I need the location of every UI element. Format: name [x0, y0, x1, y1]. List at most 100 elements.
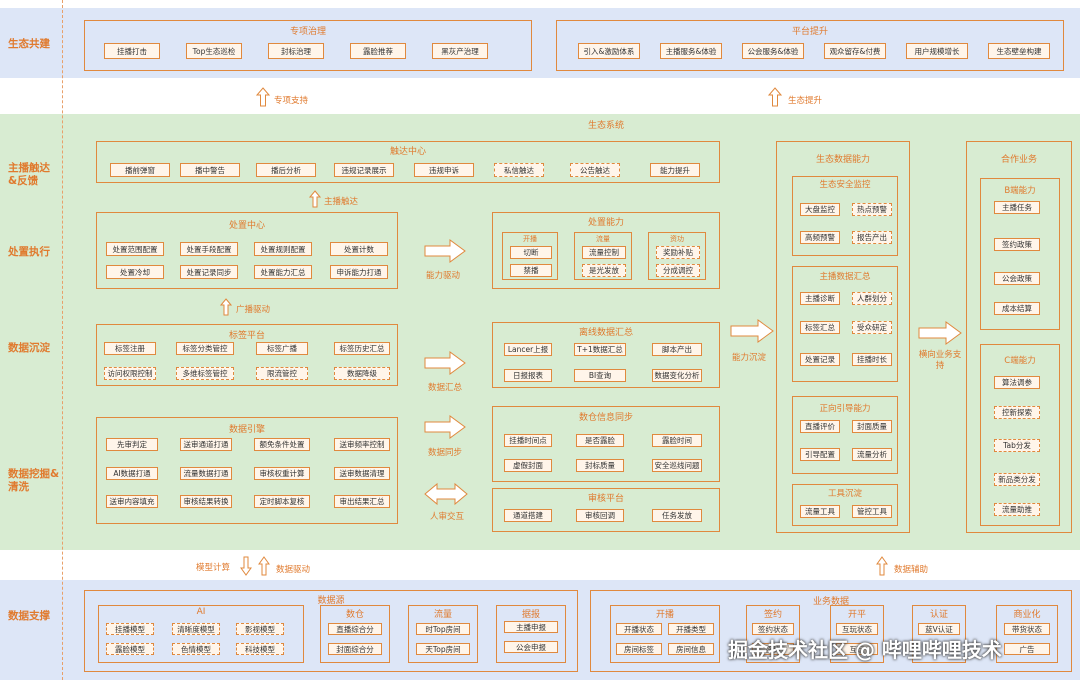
- special-gov-item: Top生态巡检: [186, 43, 242, 59]
- engine-item: 送审数据清理: [334, 467, 390, 480]
- warehouse-source-panel: [320, 605, 390, 663]
- report-source-panel: [496, 605, 566, 663]
- tag-item: 标签分类管控: [176, 342, 234, 355]
- data-engine-panel: [96, 417, 398, 524]
- handle-item: 处置冷却: [106, 265, 164, 279]
- row-label-ecosystem-build: 生态共建: [8, 37, 50, 50]
- ability-item: 是光发放: [582, 264, 626, 277]
- handle-item: 处置手段配置: [180, 242, 238, 256]
- ability-group-live: [502, 232, 558, 280]
- biz-open-item: 房间标签: [616, 643, 662, 655]
- tools-panel: [792, 484, 898, 526]
- data-gather-label: 数据汇总: [428, 383, 463, 393]
- ability-item: 切断: [510, 246, 552, 259]
- tag-item: 访问权限控制: [104, 367, 156, 380]
- ability-drive-label: 能力驱动: [426, 271, 461, 281]
- special-gov-item: 黑灰产治理: [432, 43, 488, 59]
- positive-item: 引导配置: [800, 448, 840, 461]
- reach-item: 播中警告: [180, 163, 240, 177]
- b-item: 成本结算: [994, 302, 1040, 315]
- eco-system-title: 生态系统: [587, 121, 624, 131]
- band-ecosystem-build: [0, 8, 1080, 78]
- platform-up-item: 公会服务&体验: [742, 43, 804, 59]
- ai-source-panel: [98, 605, 304, 663]
- handle-center-title: 处置中心: [228, 221, 265, 231]
- biz-commercial-item: 带货状态: [1004, 623, 1050, 635]
- traffic-source-panel: [408, 605, 478, 663]
- offline-item: BI查询: [574, 369, 626, 382]
- sync-item: 虚假封面: [504, 459, 552, 472]
- reach-item: 私信触达: [494, 163, 544, 177]
- handle-item: 处置计数: [330, 242, 388, 256]
- tag-platform-panel: [96, 324, 398, 386]
- engine-item: 审核结果转换: [180, 495, 232, 508]
- offline-data-panel: [492, 322, 720, 388]
- anchor-reach-label: 主播触达: [324, 197, 359, 207]
- biz-open-item: 房间信息: [668, 643, 714, 655]
- eco-data-title: 生态数据能力: [815, 155, 870, 165]
- b-item: 公会政策: [994, 272, 1040, 285]
- ability-item: 分成调控: [656, 264, 700, 277]
- handle-ability-title: 处置能力: [587, 218, 624, 228]
- c-item: 算法调参: [994, 376, 1040, 389]
- platform-up-item: 用户规模增长: [906, 43, 968, 59]
- report-source-title: 据报: [521, 610, 540, 620]
- tag-item: 标签注册: [104, 342, 156, 355]
- ability-group-live-title: 开播: [523, 235, 537, 243]
- review-platform-title: 审核平台: [587, 494, 624, 504]
- biz-open-panel: [610, 605, 720, 663]
- offline-item: T+1数据汇总: [574, 343, 626, 356]
- ability-item: 禁播: [510, 264, 552, 277]
- special-governance-panel: [84, 20, 532, 71]
- handle-item: 处置范围配置: [106, 242, 164, 256]
- warehouse-item: 封面综合分: [328, 643, 382, 655]
- handle-item: 处置能力汇总: [254, 265, 312, 279]
- report-item: 公会申报: [504, 641, 558, 653]
- biz-interact-item: 互玩: [836, 643, 878, 655]
- double-arrow-icon: [424, 482, 468, 506]
- data-source-panel: [84, 590, 578, 672]
- safety-monitor-title: 生态安全监控: [819, 180, 871, 190]
- model-calc-label: 模型计算: [196, 563, 231, 573]
- c-item: 新品类分发: [994, 473, 1040, 486]
- biz-interact-title: 开平: [847, 610, 866, 620]
- positive-guide-panel: [792, 396, 898, 474]
- down-arrow-icon: [240, 556, 252, 576]
- horizontal-support-label: 横向业务支持: [918, 350, 962, 371]
- safety-item: 热点预警: [852, 203, 892, 216]
- special-governance-title: 专项治理: [289, 27, 326, 37]
- up-arrow-icon: [876, 556, 888, 576]
- biz-commercial-panel: [996, 605, 1058, 663]
- tag-platform-title: 标签平台: [228, 331, 265, 341]
- c-item: Tab分发: [994, 439, 1040, 452]
- warehouse-sync-title: 数仓信息同步: [578, 413, 633, 423]
- reach-item: 播后分析: [256, 163, 316, 177]
- handle-center-panel: [96, 212, 398, 289]
- positive-item: 流量分析: [852, 448, 892, 461]
- platform-up-item: 生态壁垒构建: [988, 43, 1050, 59]
- anchor-summary-item: 人群划分: [852, 292, 892, 305]
- tag-item: 多维标签管控: [176, 367, 234, 380]
- up-arrow-icon: [220, 298, 232, 316]
- anchor-summary-title: 主播数据汇总: [819, 272, 871, 282]
- ai-source-title: AI: [196, 607, 206, 617]
- biz-data-title: 业务数据: [812, 597, 849, 607]
- reach-center-panel: [96, 141, 720, 183]
- review-item: 任务发放: [652, 509, 702, 522]
- biz-interact-panel: [830, 605, 884, 663]
- biz-data-panel: [590, 590, 1072, 672]
- handle-item: 申诉能力打通: [330, 265, 388, 279]
- tools-title: 工具沉淀: [827, 489, 862, 499]
- sync-item: 安全巡线问题: [652, 459, 702, 472]
- b-item: 签约政策: [994, 238, 1040, 251]
- engine-item: 流量数据打通: [180, 467, 232, 480]
- row-label-data-settle: 数据沉淀: [8, 341, 50, 354]
- biz-sign-item: 签约状态: [752, 623, 794, 635]
- platform-up-item: 观众留存&付费: [824, 43, 886, 59]
- row-label-data-support: 数据支撑: [8, 609, 50, 622]
- data-source-title: 数据源: [317, 596, 345, 606]
- engine-item: 定时脚本复核: [254, 495, 310, 508]
- tools-item: 管控工具: [852, 505, 892, 518]
- right-arrow-icon: [424, 239, 466, 263]
- engine-item: 审核权重计算: [254, 467, 310, 480]
